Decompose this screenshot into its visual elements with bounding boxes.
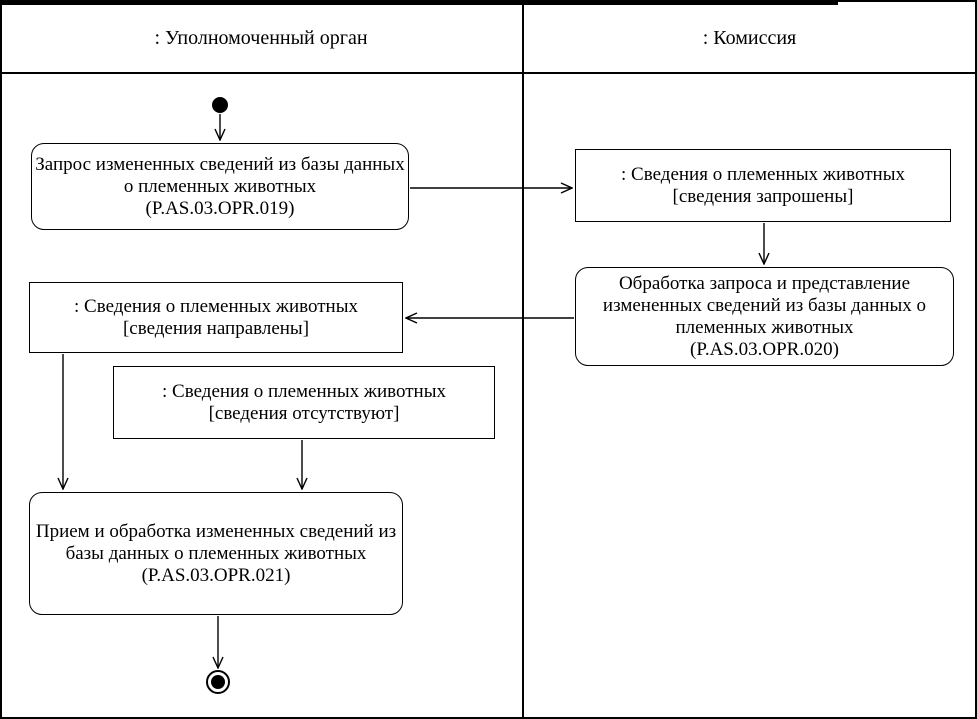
lane-title: : Комиссия bbox=[702, 26, 797, 49]
lane-header-authorized-body: : Уполномоченный орган bbox=[0, 4, 522, 72]
initial-state-icon bbox=[212, 97, 228, 113]
activity-label: Прием и обработка измененных сведений из… bbox=[35, 520, 397, 586]
lane-header-separator bbox=[0, 72, 977, 74]
lane-divider bbox=[522, 0, 524, 719]
activity-label: Обработка запроса и представление измене… bbox=[602, 272, 927, 360]
final-state-icon bbox=[206, 670, 230, 694]
activity-node-receive-and-process-data: Прием и обработка измененных сведений из… bbox=[29, 492, 403, 615]
activity-label: Запрос измененных сведений из базы данны… bbox=[35, 153, 405, 219]
top-border-accent bbox=[0, 2, 838, 5]
lane-title: : Уполномоченный орган bbox=[154, 26, 368, 49]
lane-header-commission: : Комиссия bbox=[524, 4, 975, 72]
activity-node-request-changed-data: Запрос измененных сведений из базы данны… bbox=[31, 143, 409, 230]
object-node-data-requested: : Сведения о племенных животных [сведени… bbox=[575, 149, 951, 222]
object-node-data-sent: : Сведения о племенных животных [сведени… bbox=[29, 282, 403, 353]
object-label: : Сведения о племенных животных [сведени… bbox=[162, 380, 446, 424]
activity-node-process-and-provide-data: Обработка запроса и представление измене… bbox=[575, 267, 954, 366]
object-label: : Сведения о племенных животных [сведени… bbox=[621, 163, 905, 207]
object-label: : Сведения о племенных животных [сведени… bbox=[74, 295, 358, 339]
object-node-data-missing: : Сведения о племенных животных [сведени… bbox=[113, 366, 495, 439]
